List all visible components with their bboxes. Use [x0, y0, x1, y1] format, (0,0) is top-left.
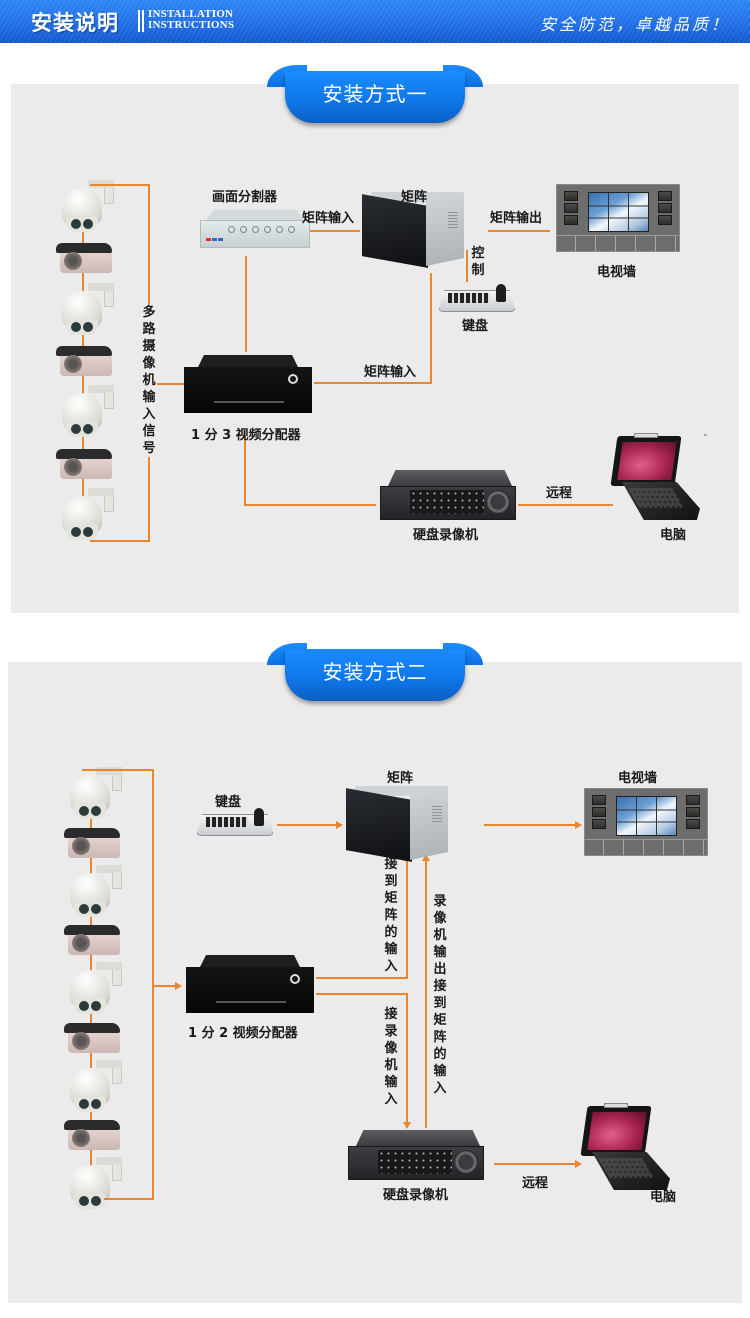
matrix-label: 矩阵 — [401, 190, 428, 205]
bullet-camera-icon — [56, 346, 114, 378]
header-slogan: 安全防范，卓越品质！ — [539, 15, 730, 34]
method1-title: 安装方式一 — [285, 71, 465, 123]
camera-input-label: 多路摄像机输入信号 — [141, 304, 157, 457]
camera-bus-top-line — [90, 184, 150, 186]
dome-camera-icon — [68, 962, 128, 1018]
dvr-to-matrix-label: 录像机输出接到矩阵的输入 — [433, 894, 447, 1096]
camera-bus-bottom-line — [104, 1198, 154, 1200]
distributor-to-matrix-hline — [314, 382, 432, 384]
distributor-to-dvr-hline — [316, 993, 408, 995]
video-splitter-device — [200, 210, 310, 250]
dvr-device — [378, 470, 518, 522]
splitter-to-matrix-label: 矩阵输入 — [302, 211, 355, 226]
tv-wall-device — [584, 788, 708, 856]
bullet-camera-icon — [56, 243, 114, 275]
matrix-to-tvwall-line — [488, 230, 550, 232]
distributor-label: 1 分 3 视频分配器 — [191, 428, 301, 443]
dome-camera-icon — [68, 1157, 128, 1213]
header-separator — [138, 10, 144, 32]
keyboard-label: 键盘 — [462, 319, 489, 334]
header-title: 安装说明 — [31, 11, 119, 35]
dvr-device — [346, 1130, 486, 1182]
camera-to-distributor-arrow — [154, 982, 182, 990]
camera-bus-line — [152, 769, 154, 1199]
dvr-to-matrix-arrow — [422, 854, 430, 1128]
header-banner: 安装说明 INSTALLATION INSTRUCTIONS 安全防范，卓越品质… — [0, 0, 750, 43]
bullet-camera-icon — [64, 925, 122, 957]
distributor-to-dvr-hline — [244, 504, 376, 506]
remote-label: 远程 — [546, 486, 573, 501]
laptop-computer-device — [578, 1103, 670, 1196]
header-subtitle-line2: INSTRUCTIONS — [148, 19, 235, 31]
method2-title: 安装方式二 — [285, 649, 465, 701]
bullet-camera-icon — [64, 1022, 122, 1055]
bullet-camera-icon — [64, 827, 122, 860]
video-distributor-device — [184, 355, 312, 415]
tv-wall-device — [556, 184, 680, 252]
dome-camera-icon — [60, 385, 120, 441]
distributor-to-matrix-label: 矩阵输入 — [364, 365, 417, 380]
matrix-label: 矩阵 — [387, 771, 414, 786]
keyboard-to-matrix-arrow — [277, 821, 343, 829]
matrix-to-tvwall-arrow — [484, 821, 582, 829]
camera-to-distributor-line — [150, 383, 184, 385]
matrix-device — [362, 192, 464, 272]
method1-ribbon: 安装方式一 — [265, 65, 485, 127]
tv-wall-label: 电视墙 — [597, 265, 637, 280]
dvr-to-computer-line — [518, 504, 613, 506]
method1-panel — [11, 84, 739, 613]
dome-camera-icon — [68, 1059, 128, 1116]
method2-panel — [8, 662, 742, 1303]
splitter-label: 画面分割器 — [212, 190, 278, 205]
matrix-device — [346, 786, 448, 866]
dome-camera-icon — [60, 282, 120, 339]
splitter-to-matrix-line — [310, 230, 360, 232]
tv-wall-label: 电视墙 — [618, 771, 658, 786]
dome-camera-icon — [60, 180, 120, 236]
distributor-to-dvr-label: 接录像机输入 — [384, 1007, 398, 1107]
matrix-to-tvwall-label: 矩阵输出 — [490, 211, 543, 226]
keyboard-control-label: 控制 — [471, 246, 485, 278]
decorative-dot — [704, 434, 707, 436]
computer-label: 电脑 — [660, 528, 687, 543]
distributor-to-dvr-vline — [244, 430, 246, 505]
bullet-camera-icon — [64, 1120, 122, 1152]
dvr-label: 硬盘录像机 — [383, 1188, 449, 1203]
dvr-label: 硬盘录像机 — [413, 528, 479, 543]
remote-label: 远程 — [522, 1176, 549, 1191]
bullet-camera-icon — [56, 448, 114, 481]
ptz-keyboard-device — [438, 284, 516, 314]
dome-camera-icon — [68, 864, 128, 921]
distributor-to-matrix-hline — [316, 977, 408, 979]
dome-camera-icon — [68, 767, 128, 823]
dvr-to-computer-arrow — [494, 1160, 582, 1168]
distributor-to-matrix-vline — [430, 273, 432, 383]
laptop-computer-device — [608, 433, 700, 526]
header-subtitle-line1: INSTALLATION — [148, 8, 234, 20]
distributor-to-matrix-arrow — [403, 854, 411, 979]
dome-camera-icon — [60, 488, 120, 544]
camera-bus-bottom-line — [90, 540, 150, 542]
computer-label: 电脑 — [650, 1190, 677, 1205]
method2-ribbon: 安装方式二 — [265, 643, 485, 705]
distributor-to-matrix-label: 接到矩阵的输入 — [384, 857, 398, 974]
video-distributor-device — [186, 955, 314, 1015]
header-subtitle: INSTALLATION INSTRUCTIONS — [148, 9, 234, 31]
distributor-label: 1 分 2 视频分配器 — [188, 1026, 298, 1041]
distributor-to-splitter-line — [245, 256, 247, 352]
keyboard-label: 键盘 — [215, 795, 242, 810]
camera-bus-top-line — [82, 769, 154, 771]
keyboard-to-matrix-line — [466, 250, 468, 282]
ptz-keyboard-device — [196, 808, 274, 838]
distributor-to-dvr-arrow — [403, 993, 411, 1129]
